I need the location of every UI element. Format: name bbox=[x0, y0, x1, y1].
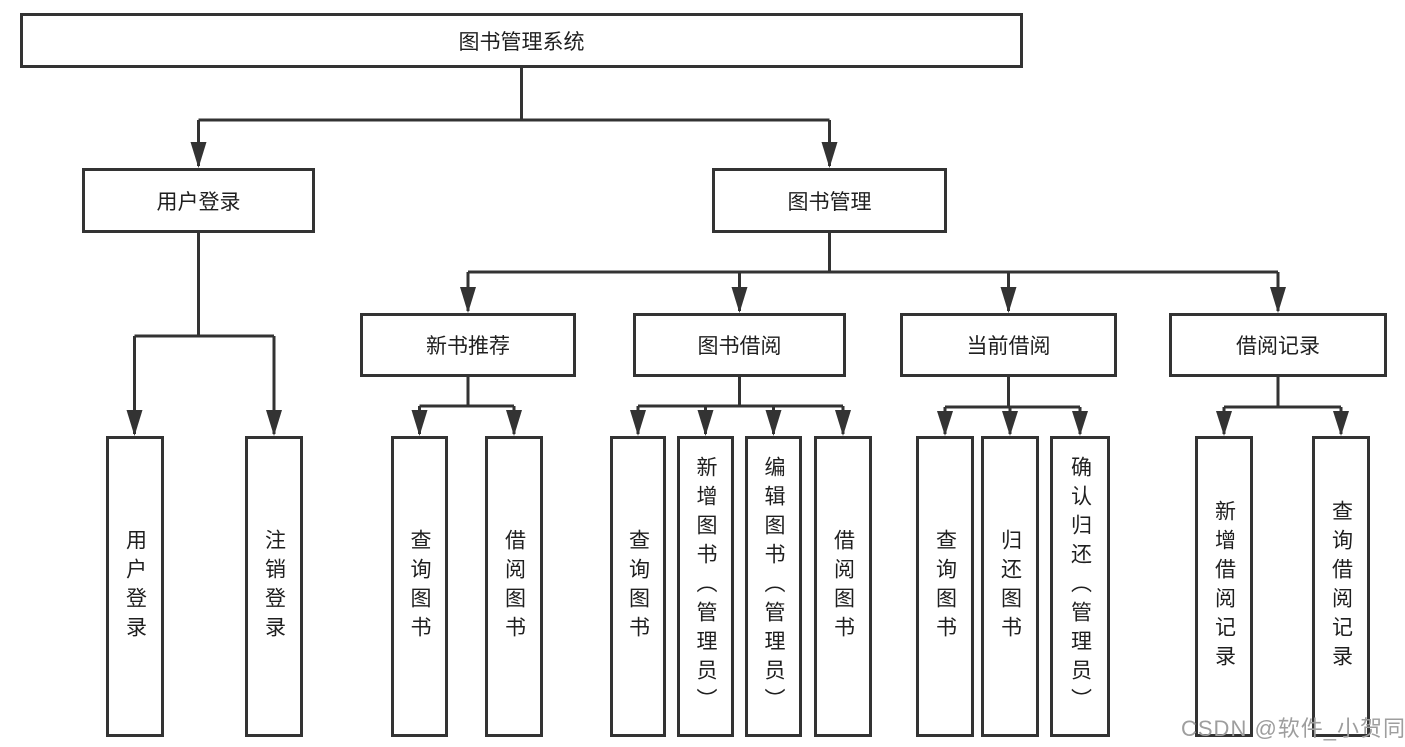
leaf-borrow-books-label: 借阅图书 bbox=[831, 528, 855, 645]
leaf-confirm-return-admin-label: 确认归还（管理员） bbox=[1068, 456, 1092, 717]
leaf-return-book: 归还图书 bbox=[981, 436, 1039, 737]
node-book-management: 图书管理 bbox=[712, 168, 947, 233]
leaf-query-books-current: 查询图书 bbox=[916, 436, 974, 737]
leaf-add-book-admin-label: 新增图书（管理员） bbox=[694, 456, 717, 717]
leaf-query-borrow-record-label: 查询借阅记录 bbox=[1329, 499, 1353, 674]
leaf-borrow-books: 借阅图书 bbox=[814, 436, 872, 737]
node-current-borrow: 当前借阅 bbox=[900, 313, 1117, 377]
leaf-add-book-admin: 新增图书（管理员） bbox=[677, 436, 734, 737]
leaf-query-books-borrow-label: 查询图书 bbox=[626, 528, 650, 645]
leaf-logout-label: 注销登录 bbox=[262, 528, 286, 645]
leaf-logout: 注销登录 bbox=[245, 436, 303, 737]
leaf-borrow-books-recommend: 借阅图书 bbox=[485, 436, 543, 737]
leaf-confirm-return-admin: 确认归还（管理员） bbox=[1050, 436, 1110, 737]
leaf-return-book-label: 归还图书 bbox=[998, 528, 1022, 645]
leaf-query-borrow-record: 查询借阅记录 bbox=[1312, 436, 1370, 737]
node-borrow-records: 借阅记录 bbox=[1169, 313, 1387, 377]
node-root: 图书管理系统 bbox=[20, 13, 1023, 68]
node-book-borrow: 图书借阅 bbox=[633, 313, 846, 377]
leaf-borrow-books-recommend-label: 借阅图书 bbox=[502, 528, 526, 645]
node-new-book-recommend: 新书推荐 bbox=[360, 313, 576, 377]
leaf-add-borrow-record-label: 新增借阅记录 bbox=[1212, 499, 1236, 674]
leaf-query-books-current-label: 查询图书 bbox=[933, 528, 957, 645]
leaf-query-books-recommend: 查询图书 bbox=[391, 436, 448, 737]
csdn-watermark: CSDN @软件_小贺同学 bbox=[1181, 716, 1405, 741]
node-user-login: 用户登录 bbox=[82, 168, 315, 233]
leaf-user-login: 用户登录 bbox=[106, 436, 164, 737]
leaf-edit-book-admin: 编辑图书（管理员） bbox=[745, 436, 802, 737]
leaf-add-borrow-record: 新增借阅记录 bbox=[1195, 436, 1253, 737]
leaf-user-login-label: 用户登录 bbox=[123, 528, 147, 645]
leaf-edit-book-admin-label: 编辑图书（管理员） bbox=[762, 456, 785, 717]
leaf-query-books-recommend-label: 查询图书 bbox=[408, 528, 431, 645]
edges bbox=[133, 66, 1343, 434]
leaf-query-books-borrow: 查询图书 bbox=[610, 436, 666, 737]
